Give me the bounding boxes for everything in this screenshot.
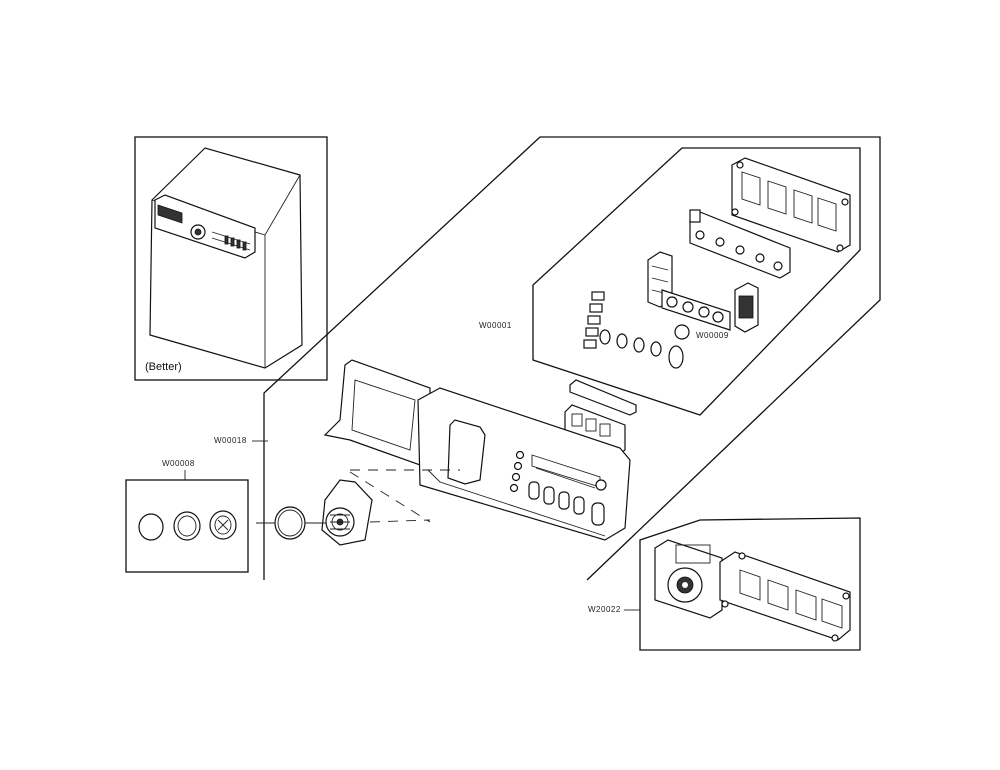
label-control-panel: W00018 [214,436,247,445]
label-knob-group: W00008 [162,459,195,468]
knob-ring [274,506,306,540]
label-button-group: W00001 [479,321,512,330]
washer-cabinet [149,147,303,369]
knob-bracket-assembly [256,479,373,546]
round-key-row [599,324,690,369]
label-single-knob: W00009 [696,331,729,340]
inset-washer-overview: (Better) [134,136,328,381]
knob-group: W00008 [125,459,249,573]
panel-group-outline [263,136,881,581]
main-control-panel: W00018 [214,359,631,541]
button-parts-group: W00001 W00009 [479,147,861,416]
small-key-column [583,291,605,349]
switch-holder [647,251,759,333]
washer-control-panel [154,194,256,259]
inset-caption: (Better) [145,361,182,373]
button-rubber-strip [689,209,791,279]
label-pcb-assembly: W20022 [588,605,621,614]
knob-cap [138,513,164,541]
pcb-assembly-group: W20022 [588,517,861,651]
switch-frame-top [731,157,851,253]
